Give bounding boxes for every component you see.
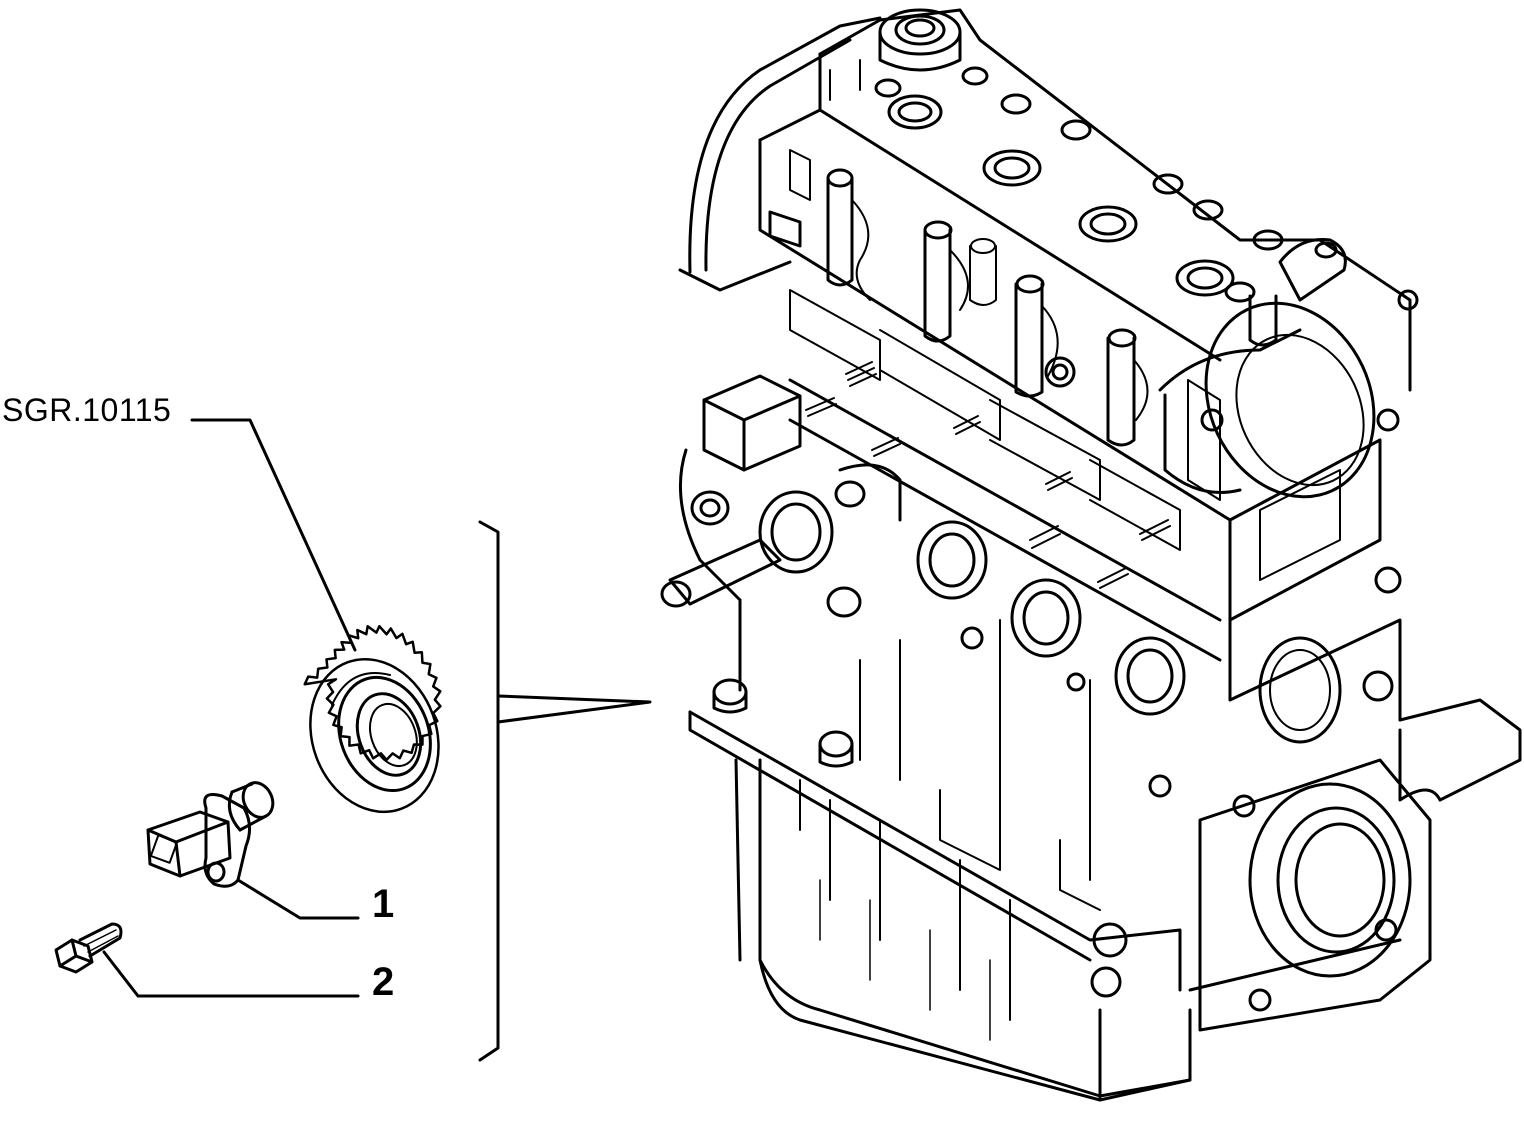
callout-number-1: 1 <box>372 882 395 926</box>
tone-wheel-teeth <box>303 624 442 762</box>
callout-number-2: 2 <box>372 960 395 1004</box>
bolt-icon <box>54 922 123 974</box>
leader-line-2 <box>102 950 360 998</box>
leader-line-1 <box>236 878 360 920</box>
assembly-bracket <box>478 520 652 1062</box>
leader-line-ref <box>190 418 357 652</box>
engine-assembly-icon <box>660 8 1522 1102</box>
reference-code-label: SGR.10115 <box>2 392 172 428</box>
tone-wheel-icon <box>303 624 442 814</box>
sensor-icon <box>146 781 275 888</box>
leader-lines <box>102 418 360 998</box>
